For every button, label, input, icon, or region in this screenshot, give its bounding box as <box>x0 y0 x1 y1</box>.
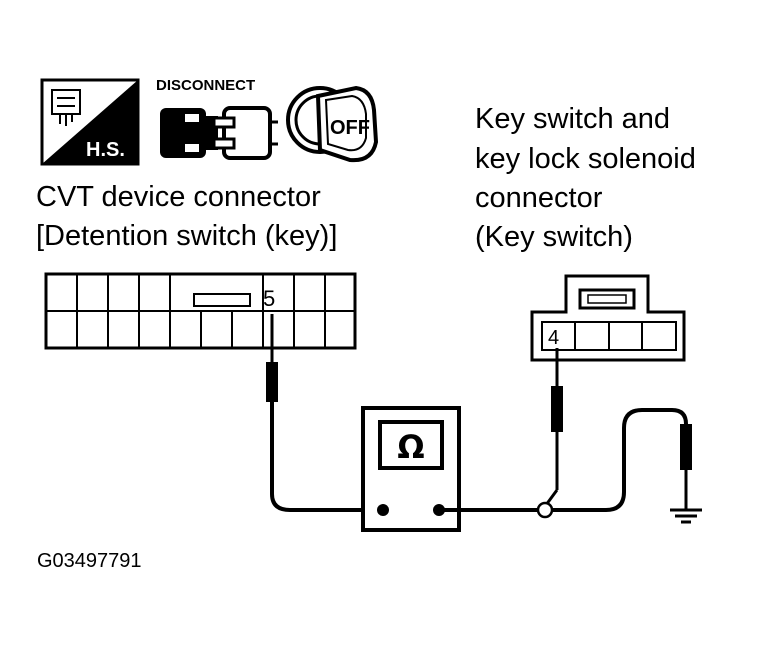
right-caption-line3: connector <box>475 182 603 214</box>
ignition-off-icon: OFF <box>286 85 379 163</box>
figure-code: G03497791 <box>37 550 142 572</box>
ohm-symbol: Ω <box>397 428 424 466</box>
left-probe <box>266 314 383 512</box>
cvt-device-connector: 5 <box>44 272 357 350</box>
ground-lead <box>439 408 702 524</box>
junction-point <box>536 501 554 519</box>
disconnect-icon: DISCONNECT <box>156 77 278 160</box>
left-caption-line1: CVT device connector <box>36 181 321 213</box>
left-caption-line2: [Detention switch (key)] <box>36 220 338 252</box>
harness-side-icon: H.S. <box>40 78 140 166</box>
off-label: OFF <box>330 117 370 139</box>
left-pin-label: 5 <box>263 286 275 311</box>
key-switch-connector: 4 <box>530 274 686 362</box>
disconnect-label: DISCONNECT <box>156 77 255 94</box>
right-probe <box>544 348 563 506</box>
meter-terminal-left <box>377 504 389 516</box>
right-caption-line1: Key switch and <box>475 103 671 135</box>
right-caption-line2: key lock solenoid <box>475 143 696 175</box>
right-caption-line4: (Key switch) <box>475 221 633 253</box>
right-pin-label: 4 <box>548 327 559 349</box>
hs-label: H.S. <box>86 139 125 161</box>
